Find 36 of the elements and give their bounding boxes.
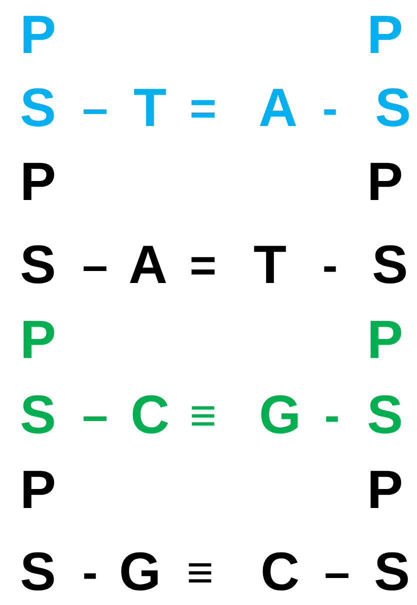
bond-symbol: –	[82, 392, 108, 438]
letter-label: C	[260, 545, 300, 599]
bond-symbol: ≡	[186, 549, 214, 595]
letter-label: S	[20, 388, 56, 442]
letter-label: G	[259, 388, 301, 442]
bond-symbol: =	[190, 242, 216, 288]
letter-label: A	[128, 238, 168, 292]
letter-label: P	[366, 155, 404, 209]
letter-label: P	[366, 8, 404, 62]
letter-label: C	[130, 388, 170, 442]
bond-symbol: –	[82, 85, 108, 131]
bond-symbol: -	[322, 242, 338, 288]
letter-label: P	[366, 313, 404, 367]
letter-label: G	[119, 545, 161, 599]
bond-symbol: ≡	[190, 392, 216, 438]
letter-label: S	[20, 545, 56, 599]
letter-label: P	[20, 463, 56, 517]
bond-symbol: –	[324, 549, 350, 595]
bond-symbol: =	[190, 85, 216, 131]
letter-label: T	[134, 81, 166, 135]
bond-symbol: –	[82, 242, 108, 288]
letter-label: P	[366, 463, 404, 517]
letter-label: S	[372, 238, 408, 292]
letter-label: S	[20, 238, 56, 292]
letter-label: P	[20, 313, 56, 367]
letter-label: P	[20, 155, 56, 209]
bond-symbol: -	[82, 549, 98, 595]
letter-label: S	[366, 388, 404, 442]
letter-label: T	[254, 238, 286, 292]
bond-symbol: -	[322, 85, 338, 131]
letter-label: P	[20, 8, 56, 62]
letter-label: S	[374, 81, 412, 135]
letter-label: A	[258, 81, 298, 135]
letter-label: S	[374, 545, 410, 599]
letter-label: S	[20, 81, 56, 135]
bond-symbol: -	[324, 392, 340, 438]
